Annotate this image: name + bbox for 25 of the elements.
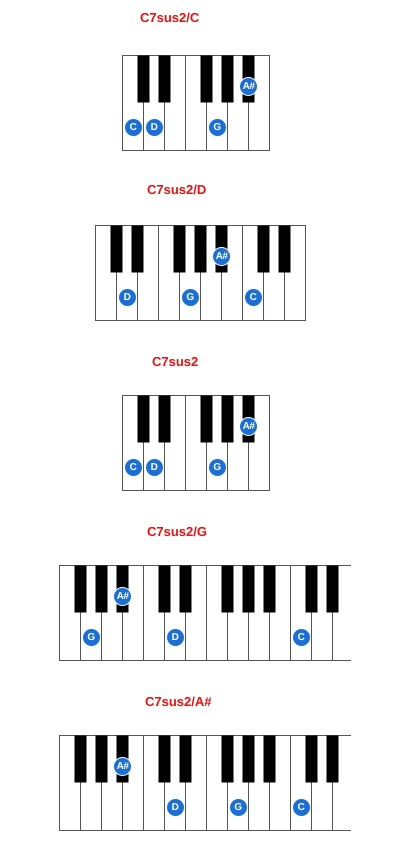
note-marker: D xyxy=(146,118,162,136)
note-marker: C xyxy=(292,628,310,646)
chord-title: C7sus2/D xyxy=(147,182,206,198)
note-marker: C xyxy=(244,288,262,306)
note-marker: A# xyxy=(240,78,257,94)
note-marker: G xyxy=(182,288,198,306)
note-marker: C xyxy=(124,458,142,476)
note-marker: A# xyxy=(114,588,131,604)
note-marker: G xyxy=(208,118,226,136)
note-marker: G xyxy=(208,458,226,476)
note-marker: G xyxy=(230,798,246,816)
note-marker: C xyxy=(292,798,310,816)
chord-title: C7sus2/G xyxy=(147,524,207,540)
note-marker: C xyxy=(124,118,142,136)
chord-title: C7sus2/A# xyxy=(145,694,212,710)
note-marker: G xyxy=(82,628,100,646)
note-marker: D xyxy=(166,798,184,816)
chord-title: C7sus2/C xyxy=(140,10,200,26)
note-marker: A# xyxy=(114,758,131,774)
note-marker: D xyxy=(118,288,136,306)
note-marker: D xyxy=(166,628,184,646)
note-marker: A# xyxy=(240,418,257,434)
note-marker: A# xyxy=(213,248,230,264)
note-marker: D xyxy=(146,458,162,476)
chord-title: C7sus2 xyxy=(152,354,198,370)
